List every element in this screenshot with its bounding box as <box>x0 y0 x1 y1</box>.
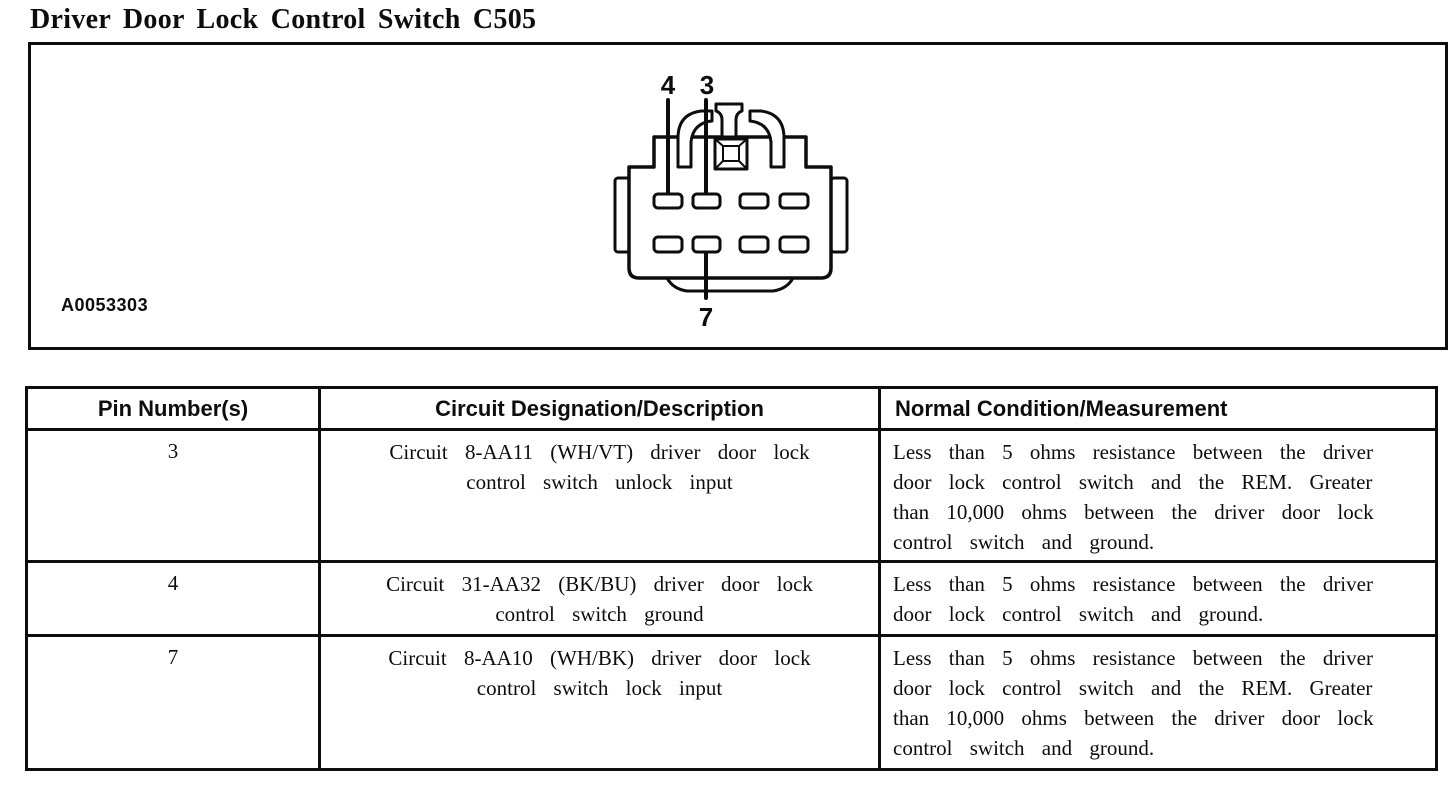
connector-diagram: 4 3 7 <box>613 70 849 332</box>
pin-callout-3: 3 <box>700 70 714 100</box>
connector-latch-base-bevels <box>714 138 748 170</box>
pin-callout-4: 4 <box>661 70 676 100</box>
connector-figure-box: 4 3 7 A0053303 <box>28 42 1448 350</box>
pin-slot <box>652 192 684 210</box>
connector-latch-wing-left <box>676 109 714 169</box>
circuit-cell: Circuit 31-AA32 (BK/BU) driver door lock… <box>318 560 881 637</box>
table-row: 4 Circuit 31-AA32 (BK/BU) driver door lo… <box>25 560 1438 637</box>
pin-slot <box>778 192 810 210</box>
figure-id-label: A0053303 <box>61 295 149 315</box>
pin-slot <box>652 235 684 254</box>
pin-cell: 3 <box>25 428 321 563</box>
pin-callout-7: 7 <box>699 302 713 332</box>
normal-condition-cell: Less than 5 ohms resistance between the … <box>878 560 1438 637</box>
pin-slot <box>778 235 810 254</box>
pin-cell: 4 <box>25 560 321 637</box>
connector-latch-button <box>714 102 744 139</box>
page-title: Driver Door Lock Control Switch C505 <box>30 4 537 35</box>
pin-table: Pin Number(s) Circuit Designation/Descri… <box>25 386 1438 771</box>
connector-latch-base-inner <box>722 145 740 162</box>
column-header-circuit-designation: Circuit Designation/Description <box>318 386 881 431</box>
pin-slot <box>738 235 770 254</box>
column-header-normal-condition: Normal Condition/Measurement <box>878 386 1438 431</box>
pin-cell: 7 <box>25 634 321 771</box>
pin-slot <box>738 192 770 210</box>
table-row: 3 Circuit 8-AA11 (WH/VT) driver door loc… <box>25 428 1438 563</box>
circuit-cell: Circuit 8-AA10 (WH/BK) driver door lock … <box>318 634 881 771</box>
table-row: 7 Circuit 8-AA10 (WH/BK) driver door loc… <box>25 634 1438 771</box>
column-header-pin-number: Pin Number(s) <box>25 386 321 431</box>
connector-bottom-tab <box>665 276 795 293</box>
connector-side-tab-right <box>829 176 849 254</box>
normal-condition-cell: Less than 5 ohms resistance between the … <box>878 634 1438 771</box>
normal-condition-cell: Less than 5 ohms resistance between the … <box>878 428 1438 563</box>
circuit-cell: Circuit 8-AA11 (WH/VT) driver door lock … <box>318 428 881 563</box>
pin-slot <box>691 192 722 210</box>
connector-latch-wing-right <box>748 109 786 169</box>
pin-slot <box>691 235 722 254</box>
table-header-row: Pin Number(s) Circuit Designation/Descri… <box>25 386 1438 431</box>
